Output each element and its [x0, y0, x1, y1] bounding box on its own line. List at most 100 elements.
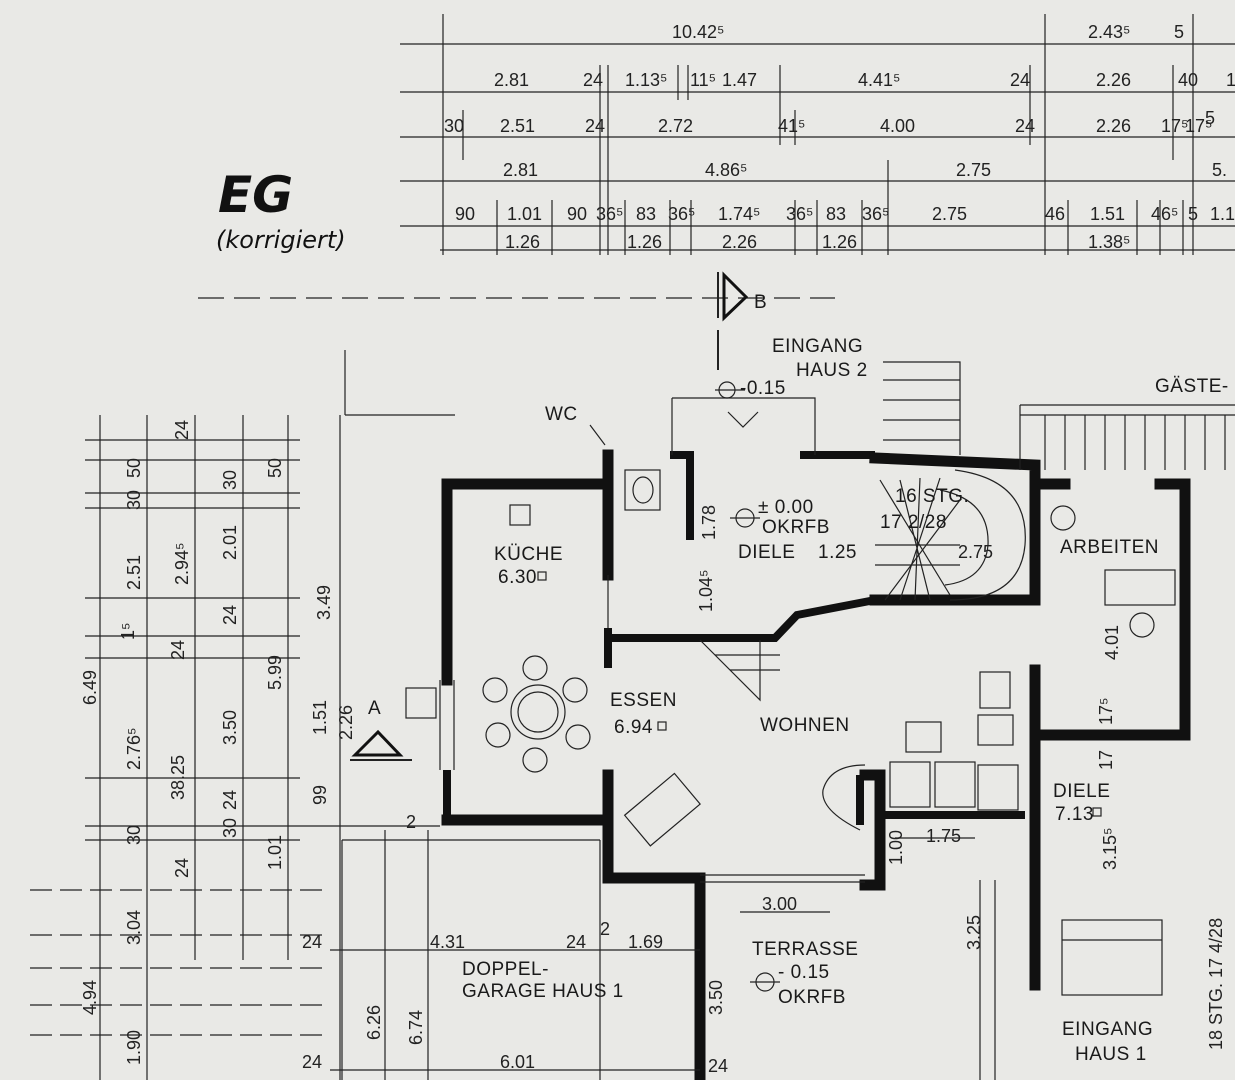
dim-bot-24d: 24	[708, 1056, 728, 1076]
dim-top-r5-e: 83	[636, 204, 656, 224]
label-stairs-c: 2.75	[958, 542, 993, 562]
label-garage-b: GARAGE HAUS 1	[462, 981, 624, 1002]
label-diele2-401: 4.01	[1102, 625, 1122, 660]
dim-left-c6-349: 3.49	[314, 585, 334, 620]
dim-top-r5-g: 1.74⁵	[718, 204, 761, 224]
dim-top-r1-b: 2.43⁵	[1088, 22, 1131, 42]
area-square-icon	[1092, 807, 1102, 817]
label-stairs-b: 17 2/28	[880, 512, 947, 533]
plan-subtitle: (korrigiert)	[216, 226, 346, 254]
label-eingang-haus1-2: HAUS 1	[1075, 1044, 1147, 1065]
stair-treads	[699, 361, 1226, 702]
dim-top-r2-a: 2.81	[494, 70, 529, 90]
label-eingang-haus1-1: EINGANG	[1062, 1019, 1153, 1040]
label-essen-area: 6.94	[614, 717, 653, 738]
dim-bot-2: 2	[600, 919, 610, 939]
dim-top-r5-p: 1.10	[1210, 204, 1235, 224]
label-diele: DIELE	[738, 542, 795, 563]
label-diele2-3155: 3.15⁵	[1100, 828, 1120, 871]
dim-bot-24c: 24	[302, 1052, 322, 1072]
dim-left-c4-30b: 30	[220, 818, 240, 838]
dim-bot-350: 3.50	[706, 980, 726, 1015]
dim-bot-601: 6.01	[500, 1052, 535, 1072]
dim-bot-24b: 24	[566, 932, 586, 952]
dim-left-c6-674: 6.74	[406, 1010, 426, 1045]
label-eingang-haus2-level: -0.15	[740, 378, 786, 399]
dim-top-r2-i: 40	[1178, 70, 1198, 90]
area-square-icon	[537, 571, 547, 581]
dim-top-r5-d: 36⁵	[596, 204, 623, 224]
label-wc: WC	[545, 404, 578, 425]
dim-left-c4-350: 3.50	[220, 710, 240, 745]
dim-left-c3-2945: 2.94⁵	[172, 543, 192, 586]
label-wohnen: WOHNEN	[760, 715, 850, 736]
label-essen: ESSEN	[610, 690, 677, 711]
dim-top-r3-d: 2.72	[658, 116, 693, 136]
dim-top-r3-i: 17⁵	[1161, 116, 1188, 136]
label-eingang-haus2-2: HAUS 2	[796, 360, 868, 381]
label-gaeste: GÄSTE-	[1155, 376, 1229, 397]
dim-top-total: 10.42⁵	[672, 22, 725, 42]
label-stairs-a: 16 STG.	[895, 486, 969, 507]
dim-top-r5-h: 36⁵	[786, 204, 813, 224]
dim-left-2765: 2.76⁵	[124, 728, 144, 771]
label-eingang-haus2-1: EINGANG	[772, 336, 863, 357]
dim-top-r6-b: 1.26	[627, 232, 662, 252]
dim-top-r3-b: 2.51	[500, 116, 535, 136]
dim-bot-175: 1.75	[926, 826, 961, 846]
dim-left-c2-15: 1⁵	[118, 623, 138, 640]
dim-top-r4-c: 2.75	[956, 160, 991, 180]
dim-bot-431: 4.31	[430, 932, 465, 952]
dim-top-r5-l: 46	[1045, 204, 1065, 224]
label-arbeiten: ARBEITEN	[1060, 537, 1159, 558]
dim-top-r2-b: 24	[583, 70, 603, 90]
dim-top-r2-g: 24	[1010, 70, 1030, 90]
dim-top-r5-b: 1.01	[507, 204, 542, 224]
label-diele2: DIELE	[1053, 781, 1110, 802]
furniture	[482, 469, 1176, 996]
label-terrasse: TERRASSE	[752, 939, 858, 960]
dim-left-c2-24: 24	[172, 420, 192, 440]
dim-top-r5-n: 46⁵	[1151, 204, 1178, 224]
dim-top-r2-c: 1.13⁵	[625, 70, 668, 90]
plan-title: EG	[218, 166, 293, 224]
dim-left-c2-50: 50	[124, 458, 144, 478]
dim-left-c4-24: 24	[220, 605, 240, 625]
section-b-label: B	[754, 292, 767, 313]
section-a-label: A	[368, 698, 381, 719]
section-a-marker	[350, 729, 412, 761]
level-markers	[715, 381, 780, 992]
dim-left-c5-99: 99	[310, 785, 330, 805]
dim-top-r2-e: 1.47	[722, 70, 757, 90]
dim-top-r3-f: 4.00	[880, 116, 915, 136]
dim-left-c5-599: 5.99	[265, 655, 285, 690]
dim-left-c3-24b: 24	[168, 640, 188, 660]
label-kueche: KÜCHE	[494, 544, 563, 565]
label-kueche-area: 6.30	[498, 567, 537, 588]
dim-bot-2b: 2	[406, 812, 416, 832]
dim-top-r3-g: 24	[1015, 116, 1035, 136]
dim-left-c2-251: 2.51	[124, 555, 144, 590]
label-garage-a: DOPPEL-	[462, 959, 549, 980]
label-diele-level-a: ± 0.00	[758, 497, 814, 518]
dim-left-c4-24b: 24	[220, 790, 240, 810]
dim-top-r5-i: 83	[826, 204, 846, 224]
dim-top-r2-j: 1	[1226, 70, 1235, 90]
left-dimension-lines	[30, 350, 455, 1080]
dim-top-r5-m: 1.51	[1090, 204, 1125, 224]
dim-left-c5-101: 1.01	[265, 835, 285, 870]
section-b-marker	[717, 271, 749, 370]
dim-left-c4-201: 2.01	[220, 525, 240, 560]
dim-bot-169: 1.69	[628, 932, 663, 952]
dim-left-c2-30: 30	[124, 490, 144, 510]
area-square-icon	[657, 721, 667, 731]
dim-left-190: 1.90	[124, 1030, 144, 1065]
label-stairs2: 18 STG. 17 4/28	[1206, 918, 1226, 1050]
bottom-dimension-lines	[330, 837, 975, 1071]
dim-top-r2-f: 4.41⁵	[858, 70, 901, 90]
dim-left-c4-30: 30	[220, 470, 240, 490]
dim-top-r5-f: 36⁵	[668, 204, 695, 224]
dim-top-r4-b: 4.86⁵	[705, 160, 748, 180]
dim-top-r5-j: 36⁵	[862, 204, 889, 224]
